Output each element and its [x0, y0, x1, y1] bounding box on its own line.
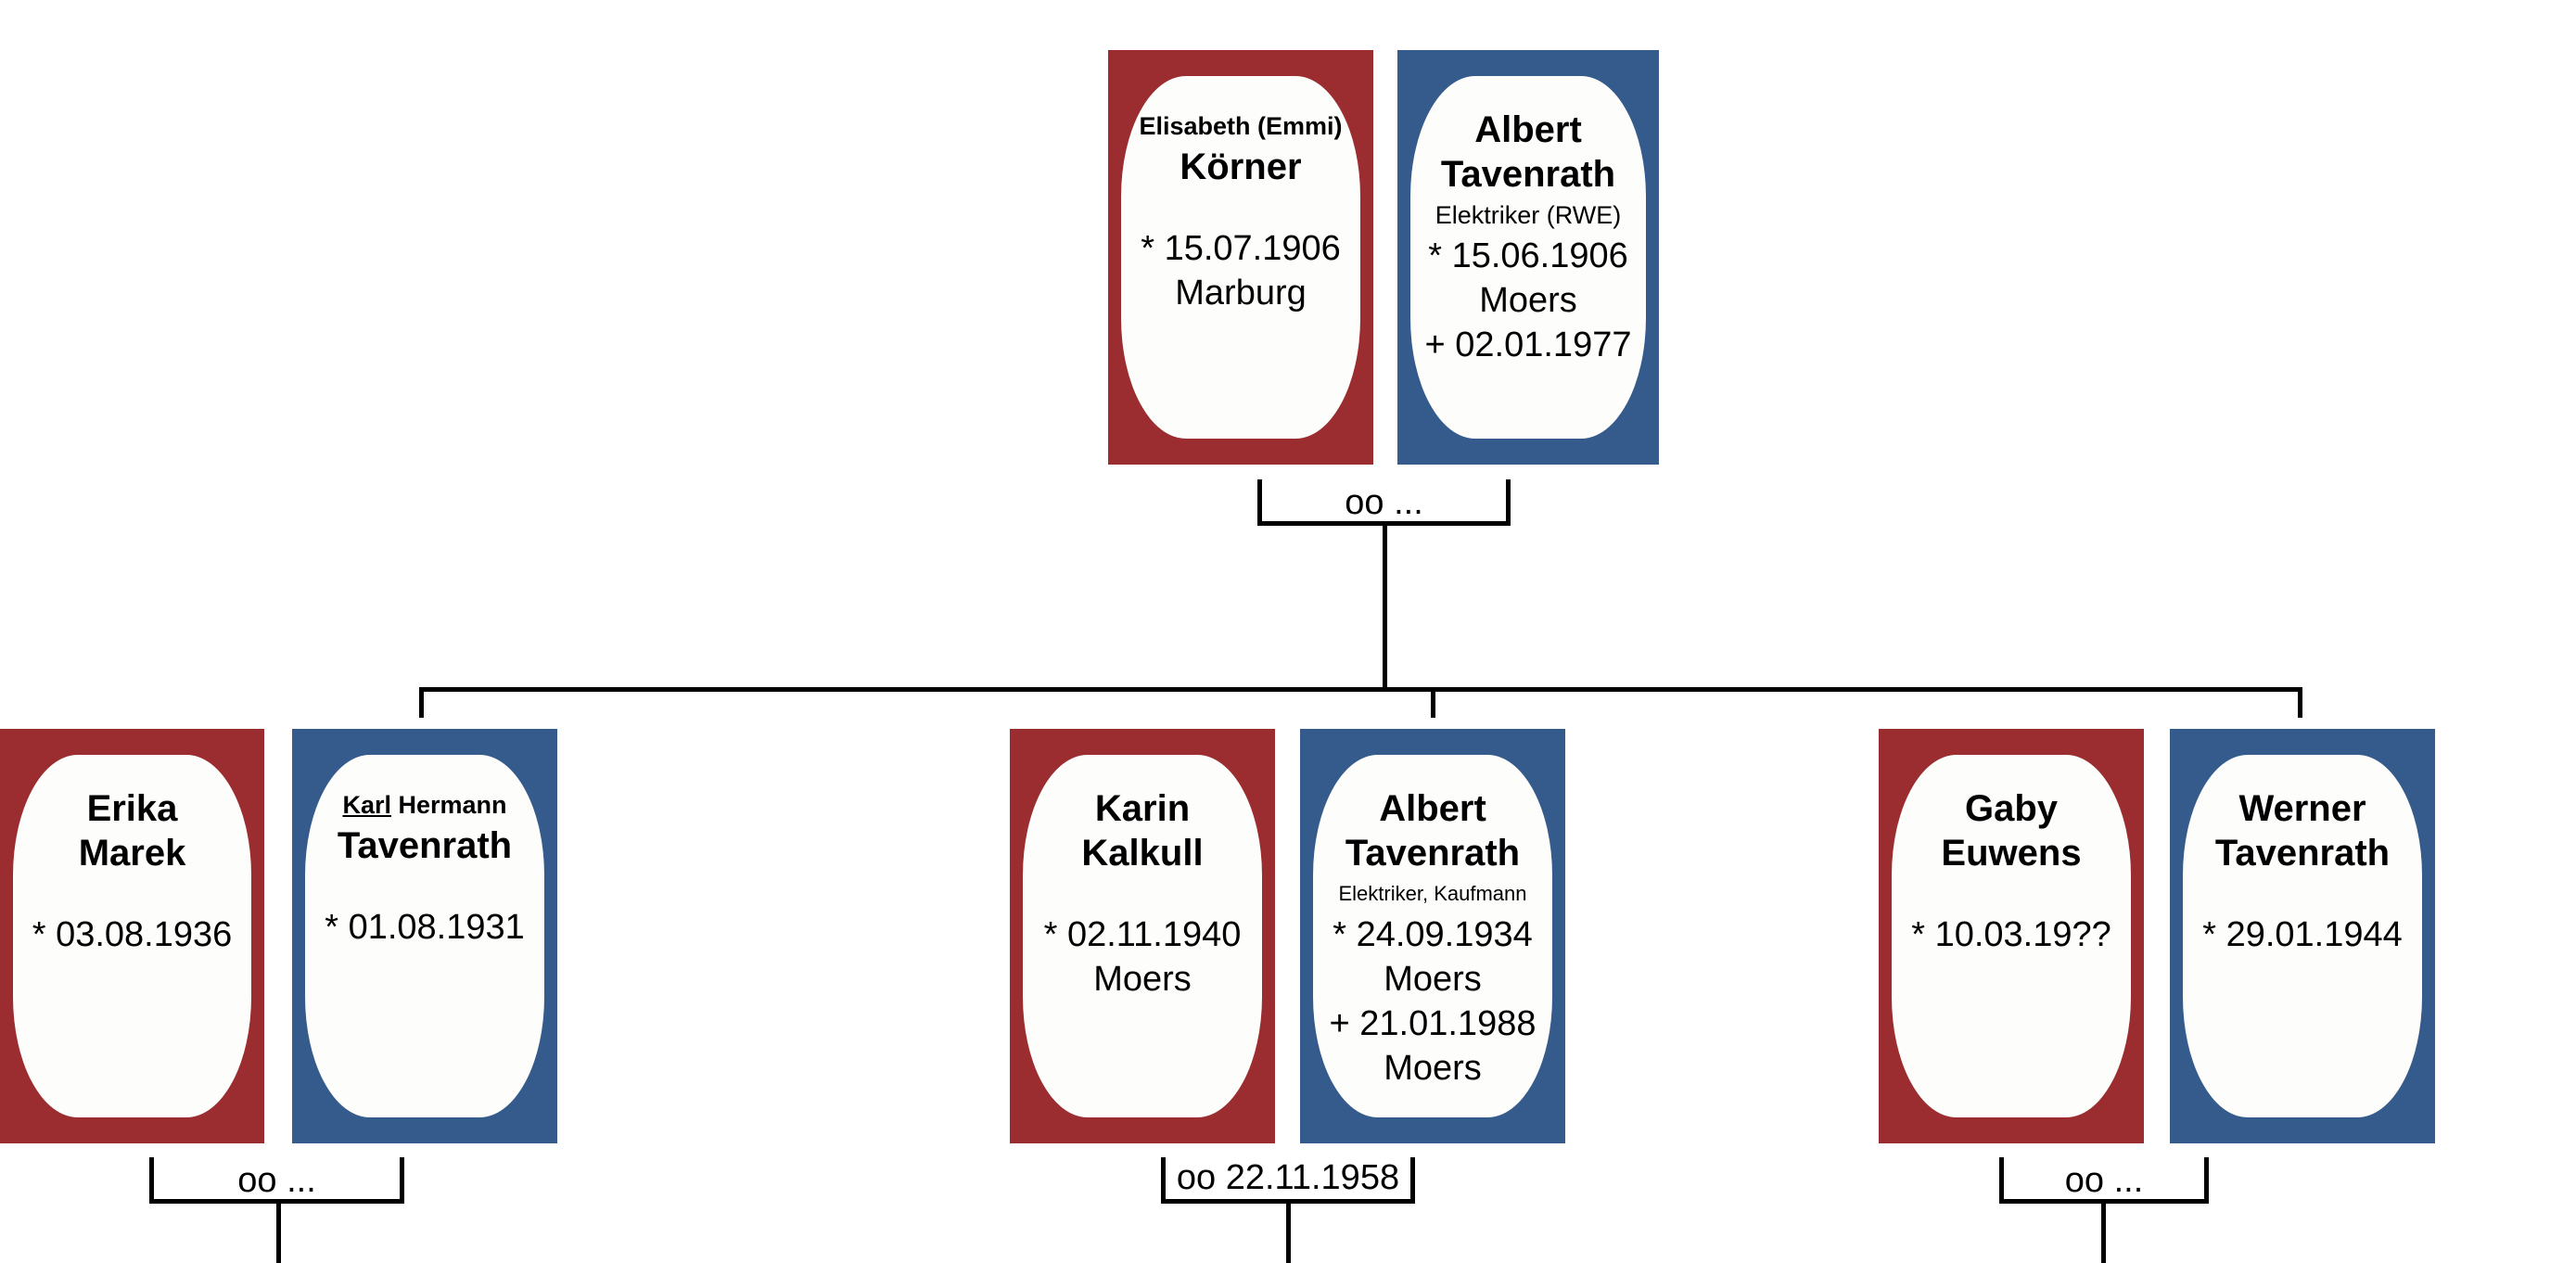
given-name: Karl Hermann: [342, 786, 506, 823]
marriage-label: oo 22.11.1958: [1176, 1158, 1400, 1197]
given-name-rest: Hermann: [390, 791, 507, 819]
birth-place: Marburg: [1175, 274, 1307, 313]
marriage-bracket-left: [1999, 1157, 2004, 1204]
person-card-erika-marek[interactable]: Erika Marek * 03.08.1936: [0, 729, 264, 1143]
person-card-body: Werner Tavenrath * 29.01.1944: [2183, 755, 2422, 1117]
sibling-line: [419, 687, 2302, 692]
death-place: Moers: [1384, 1049, 1482, 1088]
person-card-karin-kalkull[interactable]: Karin Kalkull * 02.11.1940 Moers: [1010, 729, 1275, 1143]
birth-date: * 01.08.1931: [325, 908, 525, 947]
surname: Tavenrath: [1440, 154, 1616, 195]
descent-line: [276, 1199, 281, 1263]
person-card-albert-tavenrath-sr[interactable]: Albert Tavenrath Elektriker (RWE) * 15.0…: [1397, 50, 1659, 465]
child-drop-albert: [1431, 687, 1435, 718]
occupation: Elektriker, Kaufmann: [1338, 882, 1527, 905]
birth-date: * 10.03.19??: [1911, 915, 2111, 954]
person-card-karl-hermann-tavenrath[interactable]: Karl Hermann Tavenrath * 01.08.1931: [292, 729, 557, 1143]
child-drop-werner: [2298, 687, 2302, 718]
given-name: Albert: [1474, 109, 1582, 150]
marriage-bracket-left: [1257, 479, 1262, 526]
marriage-bracket-right: [1410, 1157, 1415, 1204]
given-name: Gaby: [1964, 788, 2059, 829]
marriage-bracket-right: [400, 1157, 404, 1204]
occupation: Elektriker (RWE): [1435, 201, 1622, 229]
marriage-bracket-left: [149, 1157, 154, 1204]
birth-date: * 03.08.1936: [32, 915, 233, 954]
marriage-bracket-right: [2204, 1157, 2209, 1204]
descent-line: [2101, 1199, 2106, 1263]
person-card-elisabeth-koerner[interactable]: Elisabeth (Emmi) Körner * 15.07.1906 Mar…: [1108, 50, 1373, 465]
person-card-body: Karl Hermann Tavenrath * 01.08.1931: [305, 755, 544, 1117]
person-card-body: Elisabeth (Emmi) Körner * 15.07.1906 Mar…: [1121, 76, 1360, 439]
person-card-body: Albert Tavenrath Elektriker, Kaufmann * …: [1313, 755, 1552, 1117]
given-name-primary: Karl: [342, 791, 391, 819]
marriage-label: oo ...: [2064, 1161, 2144, 1200]
death-date: + 02.01.1977: [1424, 325, 1632, 364]
birth-place: Moers: [1479, 281, 1577, 320]
given-name: Erika: [86, 788, 178, 829]
surname: Euwens: [1941, 833, 2082, 874]
surname: Tavenrath: [2214, 833, 2391, 874]
descent-line: [1383, 521, 1387, 692]
surname: Marek: [78, 833, 186, 874]
person-card-gaby-euwens[interactable]: Gaby Euwens * 10.03.19??: [1879, 729, 2144, 1143]
given-name: Albert: [1379, 788, 1486, 829]
marriage-bracket-right: [1506, 479, 1511, 526]
birth-date: * 29.01.1944: [2202, 915, 2403, 954]
death-date: + 21.01.1988: [1329, 1004, 1537, 1043]
given-name: Karin: [1094, 788, 1191, 829]
surname: Tavenrath: [337, 825, 513, 866]
birth-place: Moers: [1384, 960, 1482, 999]
given-name: Werner: [2238, 788, 2366, 829]
person-card-werner-tavenrath[interactable]: Werner Tavenrath * 29.01.1944: [2170, 729, 2435, 1143]
marriage-label: oo ...: [237, 1161, 316, 1200]
birth-date: * 24.09.1934: [1333, 915, 1533, 954]
person-card-body: Albert Tavenrath Elektriker (RWE) * 15.0…: [1410, 76, 1646, 439]
person-card-body: Erika Marek * 03.08.1936: [13, 755, 251, 1117]
birth-date: * 15.06.1906: [1428, 236, 1628, 275]
child-drop-karl: [419, 687, 424, 718]
surname: Tavenrath: [1345, 833, 1521, 874]
given-name: Elisabeth (Emmi): [1139, 112, 1343, 140]
birth-date: * 15.07.1906: [1141, 229, 1341, 268]
surname: Körner: [1180, 147, 1302, 187]
marriage-bracket-left: [1161, 1157, 1166, 1204]
person-card-body: Gaby Euwens * 10.03.19??: [1892, 755, 2131, 1117]
surname: Kalkull: [1081, 833, 1204, 874]
person-card-body: Karin Kalkull * 02.11.1940 Moers: [1023, 755, 1262, 1117]
person-card-albert-tavenrath-jr[interactable]: Albert Tavenrath Elektriker, Kaufmann * …: [1300, 729, 1565, 1143]
marriage-label: oo ...: [1345, 483, 1423, 522]
birth-place: Moers: [1093, 960, 1192, 999]
birth-date: * 02.11.1940: [1043, 915, 1242, 954]
descent-line: [1286, 1199, 1291, 1263]
